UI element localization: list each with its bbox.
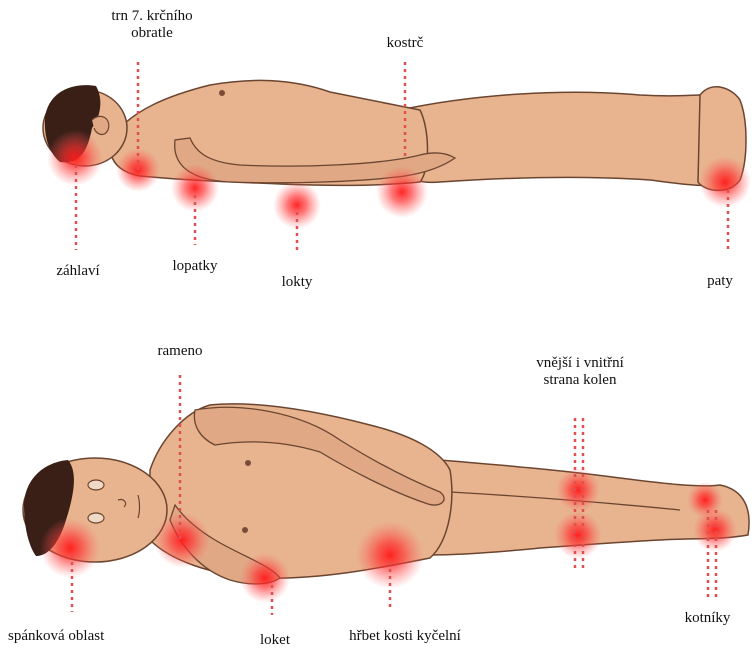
label-coccyx: kostrč <box>365 35 445 52</box>
lateral-nipple-2 <box>242 527 248 533</box>
pressure-point-knee-inner <box>554 511 602 559</box>
label-c7-line1: trn 7. krčního <box>82 8 222 25</box>
label-occiput: záhlaví <box>28 263 128 280</box>
label-c7: trn 7. krčního obratle <box>82 8 222 42</box>
pressure-point-temporal <box>40 518 100 578</box>
supine-nipple <box>219 90 225 96</box>
supine-legs <box>400 92 745 185</box>
label-ankles: kotníky <box>665 610 750 627</box>
pressure-point-heels <box>699 156 751 208</box>
label-shoulder: rameno <box>130 343 230 360</box>
pressure-point-knee-outer <box>556 468 600 512</box>
label-elbows: lokty <box>257 274 337 291</box>
pressure-point-occiput <box>47 130 103 186</box>
label-heels: paty <box>690 273 750 290</box>
pressure-point-coccyx <box>376 166 428 218</box>
pressure-point-shoulder <box>154 512 210 568</box>
label-knees-line2: strana kolen <box>490 372 670 389</box>
label-elbow: loket <box>235 632 315 649</box>
label-temporal: spánková oblast <box>8 628 104 645</box>
label-c7-line2: obratle <box>82 25 222 42</box>
pressure-point-elbow <box>240 553 290 603</box>
label-scapulae: lopatky <box>150 258 240 275</box>
label-knees: vnější i vnitřní strana kolen <box>490 355 670 389</box>
lateral-nipple-1 <box>245 460 251 466</box>
label-iliac-crest: hřbet kosti kyčelní <box>330 628 480 645</box>
label-knees-line1: vnější i vnitřní <box>490 355 670 372</box>
